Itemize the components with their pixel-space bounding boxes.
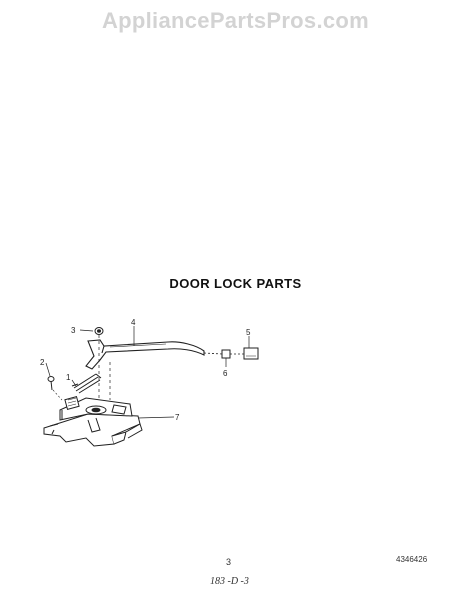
leader-7 xyxy=(137,416,175,419)
page-number: 3 xyxy=(226,557,232,567)
callout-2: 2 xyxy=(40,358,45,367)
callout-3: 3 xyxy=(71,326,76,335)
watermark-logo: AppliancePartsPros.com xyxy=(101,8,370,33)
callout-1: 1 xyxy=(66,373,71,382)
diagram-title: DOOR LOCK PARTS xyxy=(169,276,302,291)
spring xyxy=(71,373,102,394)
lock-rod xyxy=(85,339,205,370)
callout-5: 5 xyxy=(246,328,251,337)
callout-7: 7 xyxy=(175,413,180,422)
leader-5 xyxy=(230,336,250,355)
screw xyxy=(45,362,63,401)
nut xyxy=(79,327,104,335)
footer-code: 183 -D -3 xyxy=(210,576,249,587)
link-wire xyxy=(203,352,223,355)
callout-4: 4 xyxy=(131,318,136,327)
callout-6: 6 xyxy=(223,369,228,378)
leader-1 xyxy=(71,379,77,387)
latch-block xyxy=(243,347,259,360)
alignment-lines xyxy=(98,335,111,405)
part-code: 4346426 xyxy=(396,555,428,564)
lock-assembly xyxy=(43,396,143,447)
connector-clip xyxy=(221,349,231,367)
